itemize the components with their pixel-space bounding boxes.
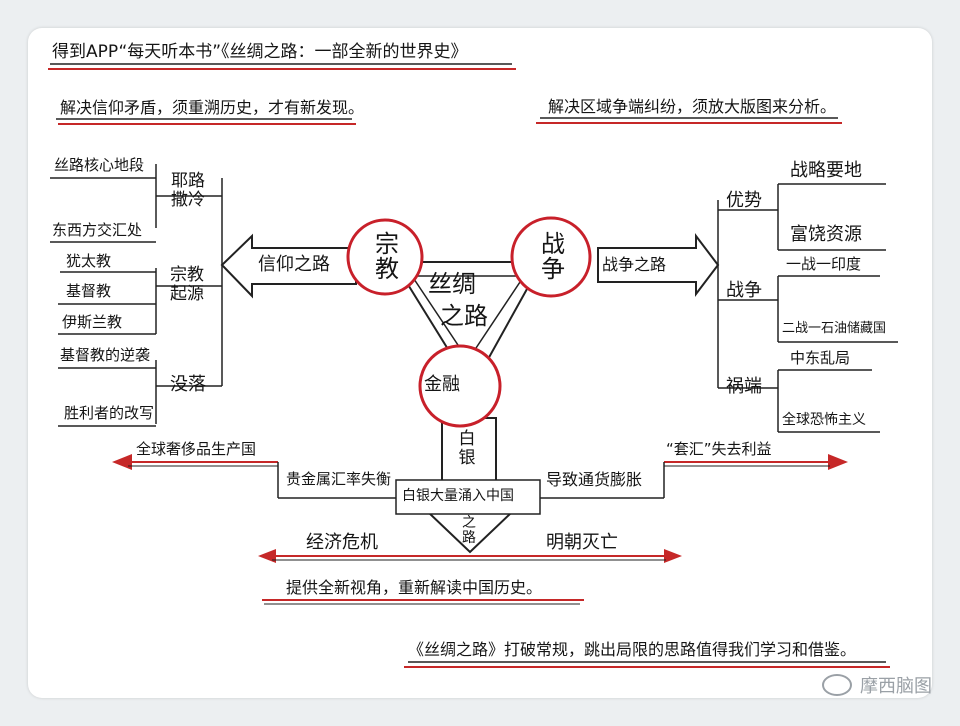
watermark-text: 摩西脑图 — [860, 676, 932, 697]
economic-crisis-label: 经济危机 — [306, 532, 378, 553]
right-leaf: 中东乱局 — [790, 349, 851, 367]
right-branch-war: 战争 — [726, 280, 762, 301]
left-leaf: 胜利者的改写 — [64, 404, 155, 422]
right-branch-trouble: 祸端 — [726, 376, 762, 397]
left-leaf: 基督教的逆袭 — [60, 346, 151, 364]
left-leaf: 伊斯兰教 — [62, 313, 123, 331]
node-finance: 金融 — [424, 374, 460, 395]
left-leaf: 基督教 — [66, 282, 112, 300]
silver-right-upper: “套汇”失去利益 — [666, 440, 772, 458]
down-arrow-top: 白银 — [458, 429, 476, 468]
center-title-line2: 之路 — [440, 302, 488, 330]
left-arrow-label: 信仰之路 — [258, 254, 330, 275]
silver-left-upper: 全球奢侈品生产国 — [136, 440, 257, 458]
left-branch-jerusalem: 耶路撒冷 — [171, 171, 205, 210]
right-leaf: 富饶资源 — [790, 224, 862, 245]
right-leaf: 战略要地 — [790, 160, 862, 181]
right-leaf: 一战一印度 — [786, 255, 862, 273]
right-branch-advantage: 优势 — [726, 190, 762, 211]
page-title: 得到APP“每天听本书”《丝绸之路：一部全新的世界史》 — [52, 42, 468, 62]
note-right: 解决区域争端纠纷，须放大版图来分析。 — [548, 97, 837, 116]
left-branch-decline: 没落 — [170, 374, 206, 395]
silver-left-lower: 贵金属汇率失衡 — [286, 470, 392, 488]
right-leaf: 全球恐怖主义 — [782, 412, 866, 428]
left-leaf: 犹太教 — [66, 252, 112, 270]
ming-fall-label: 明朝灭亡 — [546, 532, 618, 553]
footer-note: 《丝绸之路》打破常规，跳出局限的思路值得我们学习和借鉴。 — [408, 640, 857, 659]
center-title-line1: 丝绸 — [428, 270, 476, 298]
silver-right-lower: 导致通货膨胀 — [546, 470, 643, 489]
left-leaf: 东西方交汇处 — [52, 221, 143, 239]
right-leaf: 二战一石油储藏国 — [782, 321, 887, 336]
node-war: 战争 — [541, 230, 565, 284]
watermark: 摩西脑图 — [822, 672, 932, 698]
chat-bubble-icon — [822, 674, 852, 696]
node-religion: 宗教 — [375, 230, 399, 284]
note-left: 解决信仰矛盾，须重溯历史，才有新发现。 — [60, 98, 365, 117]
silver-center-box: 白银大量涌入中国 — [402, 488, 514, 504]
right-arrow-label: 战争之路 — [602, 255, 667, 274]
bottom-note: 提供全新视角，重新解读中国历史。 — [286, 578, 543, 597]
left-leaf: 丝路核心地段 — [54, 156, 145, 174]
down-arrow-bottom: 之路 — [462, 515, 476, 547]
left-branch-origin: 宗教起源 — [170, 265, 204, 304]
